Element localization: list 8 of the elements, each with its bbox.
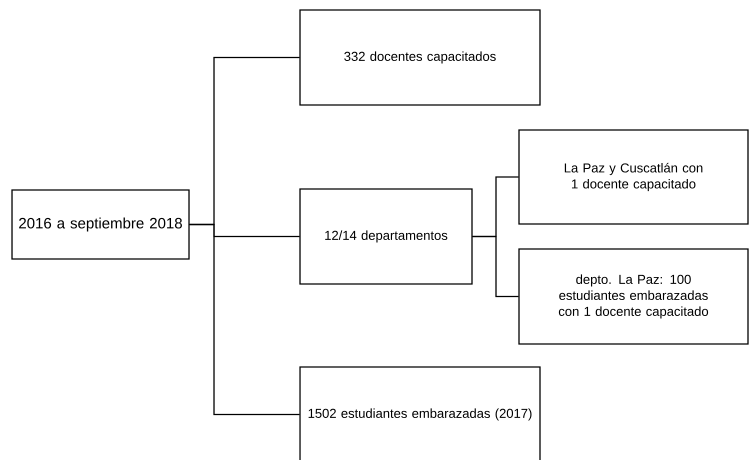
text-box: 1502 estudiantes embarazadas (2017) xyxy=(299,366,541,460)
text-box: 332 docentes capacitados xyxy=(299,9,541,106)
connector-line xyxy=(472,236,518,298)
text-box: 12/14 departamentos xyxy=(299,188,473,285)
text-box: La Paz y Cuscatlán con 1 docente capacitado xyxy=(518,129,749,225)
connector-line xyxy=(190,224,300,416)
text-box: 2016 a septiembre 2018 xyxy=(11,189,190,260)
text-box: depto. La Paz: 100 estudiantes embarazadas con 1 docente capacitado xyxy=(518,248,749,345)
